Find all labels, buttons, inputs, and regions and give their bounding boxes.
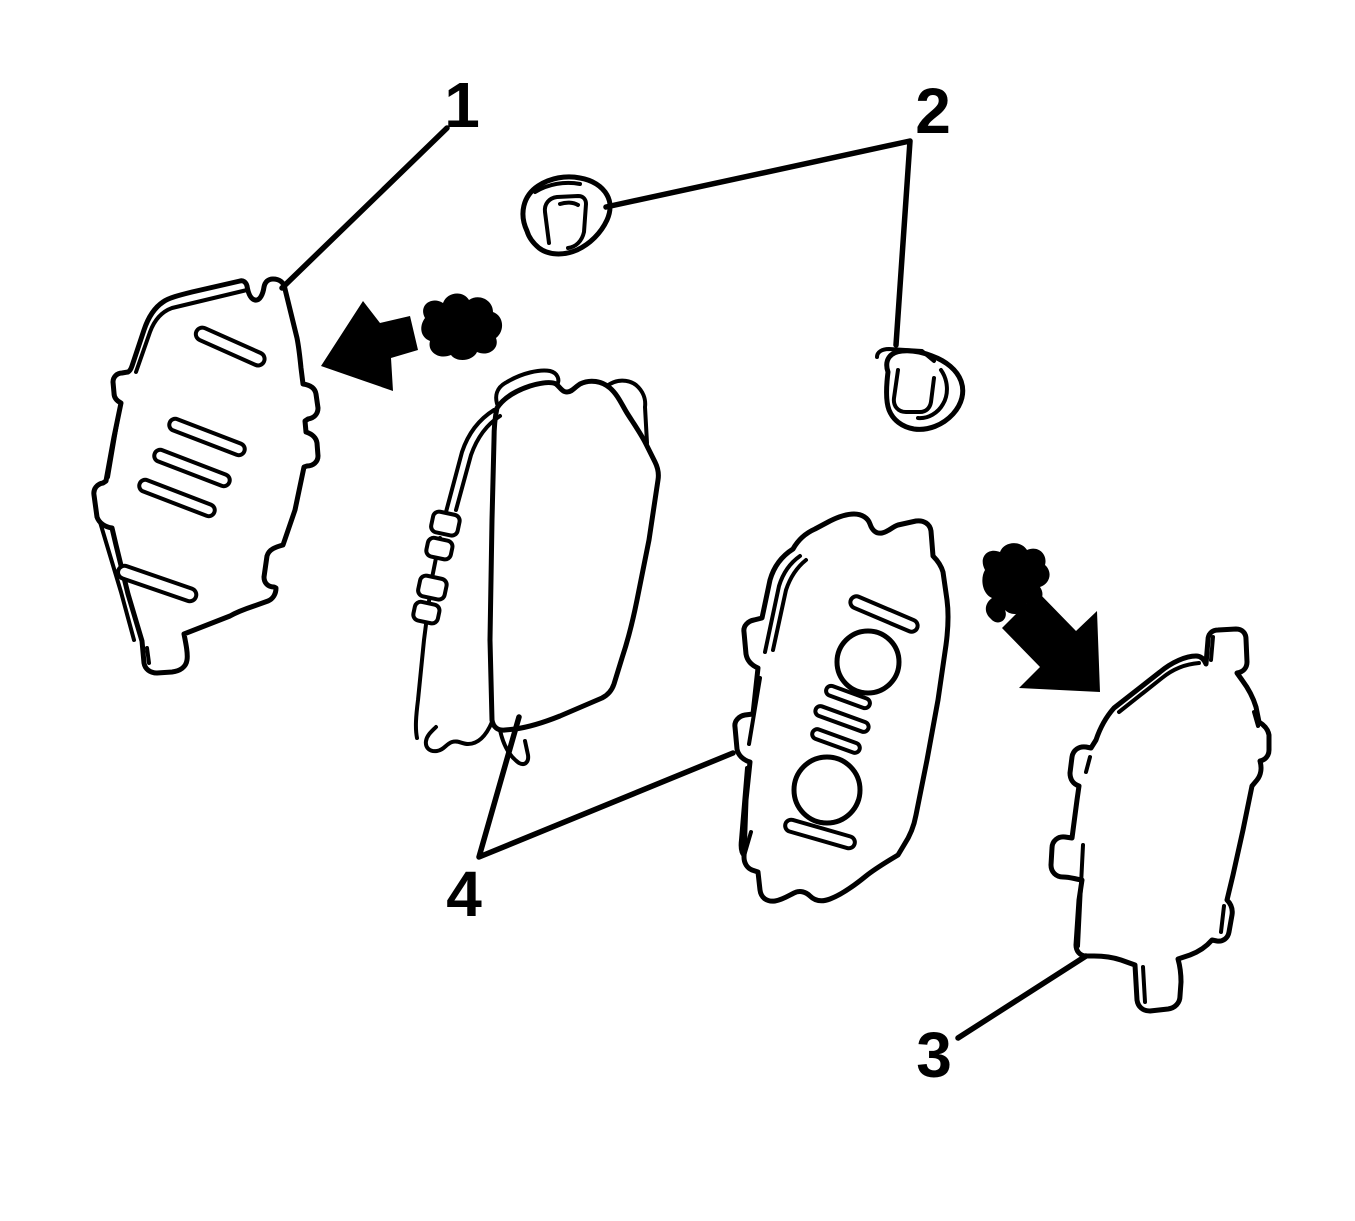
inner-pad-clip-nub: [424, 535, 455, 562]
outer-pad-shim-edge-lines: [1076, 635, 1260, 1004]
callout-1: 1: [279, 69, 480, 291]
shim-slot: [813, 704, 871, 734]
inner-pad-bottom-ears: [423, 720, 531, 766]
right-arrow-tail-blob: [982, 543, 1050, 623]
callout-1-leader-line: [279, 125, 450, 291]
outer-pad-shim: [1048, 626, 1272, 1014]
callout-3-label: 3: [916, 1019, 952, 1091]
inner-pad-shim-edge-lines: [98, 288, 249, 665]
shim-hole-accent: [859, 671, 899, 695]
inner-pad-backplate-top: [494, 368, 649, 445]
install-direction-arrow-right: [982, 543, 1100, 692]
callout-2-label: 2: [915, 75, 951, 147]
callout-3: 3: [916, 953, 1089, 1091]
inner-pad-friction-outline: [487, 378, 661, 733]
outer-pad-shim-outline: [1048, 626, 1272, 1014]
outer-brake-pad-with-shim: [732, 511, 951, 904]
shim-slot: [167, 416, 247, 458]
inner-brake-pad: [411, 368, 661, 766]
callout-4-label: 4: [446, 858, 482, 930]
shim-hole-accent: [818, 798, 860, 825]
clip-top-details: [533, 180, 588, 250]
right-arrow-icon: [1002, 592, 1100, 692]
outer-pad-edge-lines: [738, 554, 808, 858]
clip-right-details: [875, 347, 949, 421]
callout-4-leader-line: [476, 714, 736, 860]
inner-pad-shim: [91, 276, 321, 676]
inner-pad-backplate-edge: [413, 408, 502, 740]
pad-retainer-clip-right: [875, 347, 966, 432]
callout-2-leader-line: [603, 138, 913, 348]
shim-slot: [116, 563, 199, 604]
shim-slot: [783, 817, 857, 851]
shim-slot: [824, 683, 872, 711]
inner-pad-clip-nub: [411, 599, 442, 626]
left-arrow-tail-blob: [421, 293, 503, 361]
callout-2: 2: [603, 75, 951, 348]
left-arrow-icon: [321, 301, 418, 391]
shim-slot: [152, 447, 232, 489]
shim-slot: [137, 477, 217, 519]
inner-pad-clip-nub: [429, 509, 462, 538]
clip-top-outline: [520, 174, 613, 257]
callout-3-leader-line: [955, 953, 1089, 1041]
install-direction-arrow-left: [321, 293, 503, 391]
callout-1-label: 1: [444, 69, 480, 141]
shim-slot: [810, 727, 862, 755]
pad-retainer-clip-top: [520, 174, 613, 257]
shim-slot: [193, 325, 267, 368]
shim-slot: [848, 594, 920, 634]
callout-4: 4: [446, 714, 736, 930]
inner-pad-clip-nub: [416, 573, 449, 602]
